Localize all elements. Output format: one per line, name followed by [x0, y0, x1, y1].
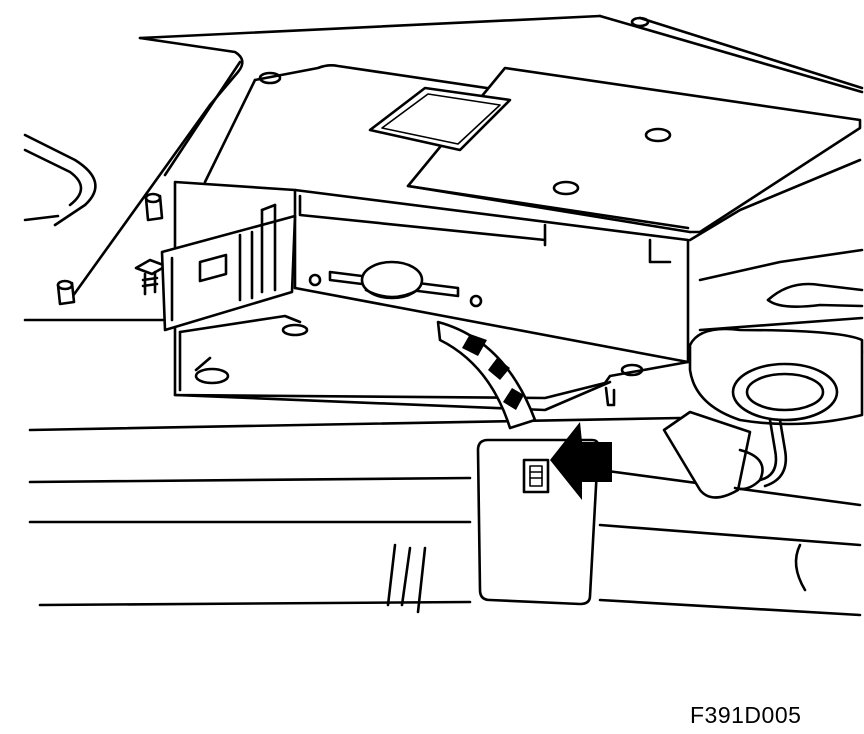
figure-reference-code: F391D005: [690, 702, 802, 728]
mounting-bolts: [56, 192, 228, 306]
speaker-assembly: [662, 282, 864, 499]
rotation-arrow-icon: [436, 320, 537, 430]
cover-plate: [203, 16, 862, 234]
insertion-arrow-icon: [550, 422, 612, 500]
mounting-bracket: [160, 203, 297, 332]
unit-enclosure: [173, 180, 690, 412]
